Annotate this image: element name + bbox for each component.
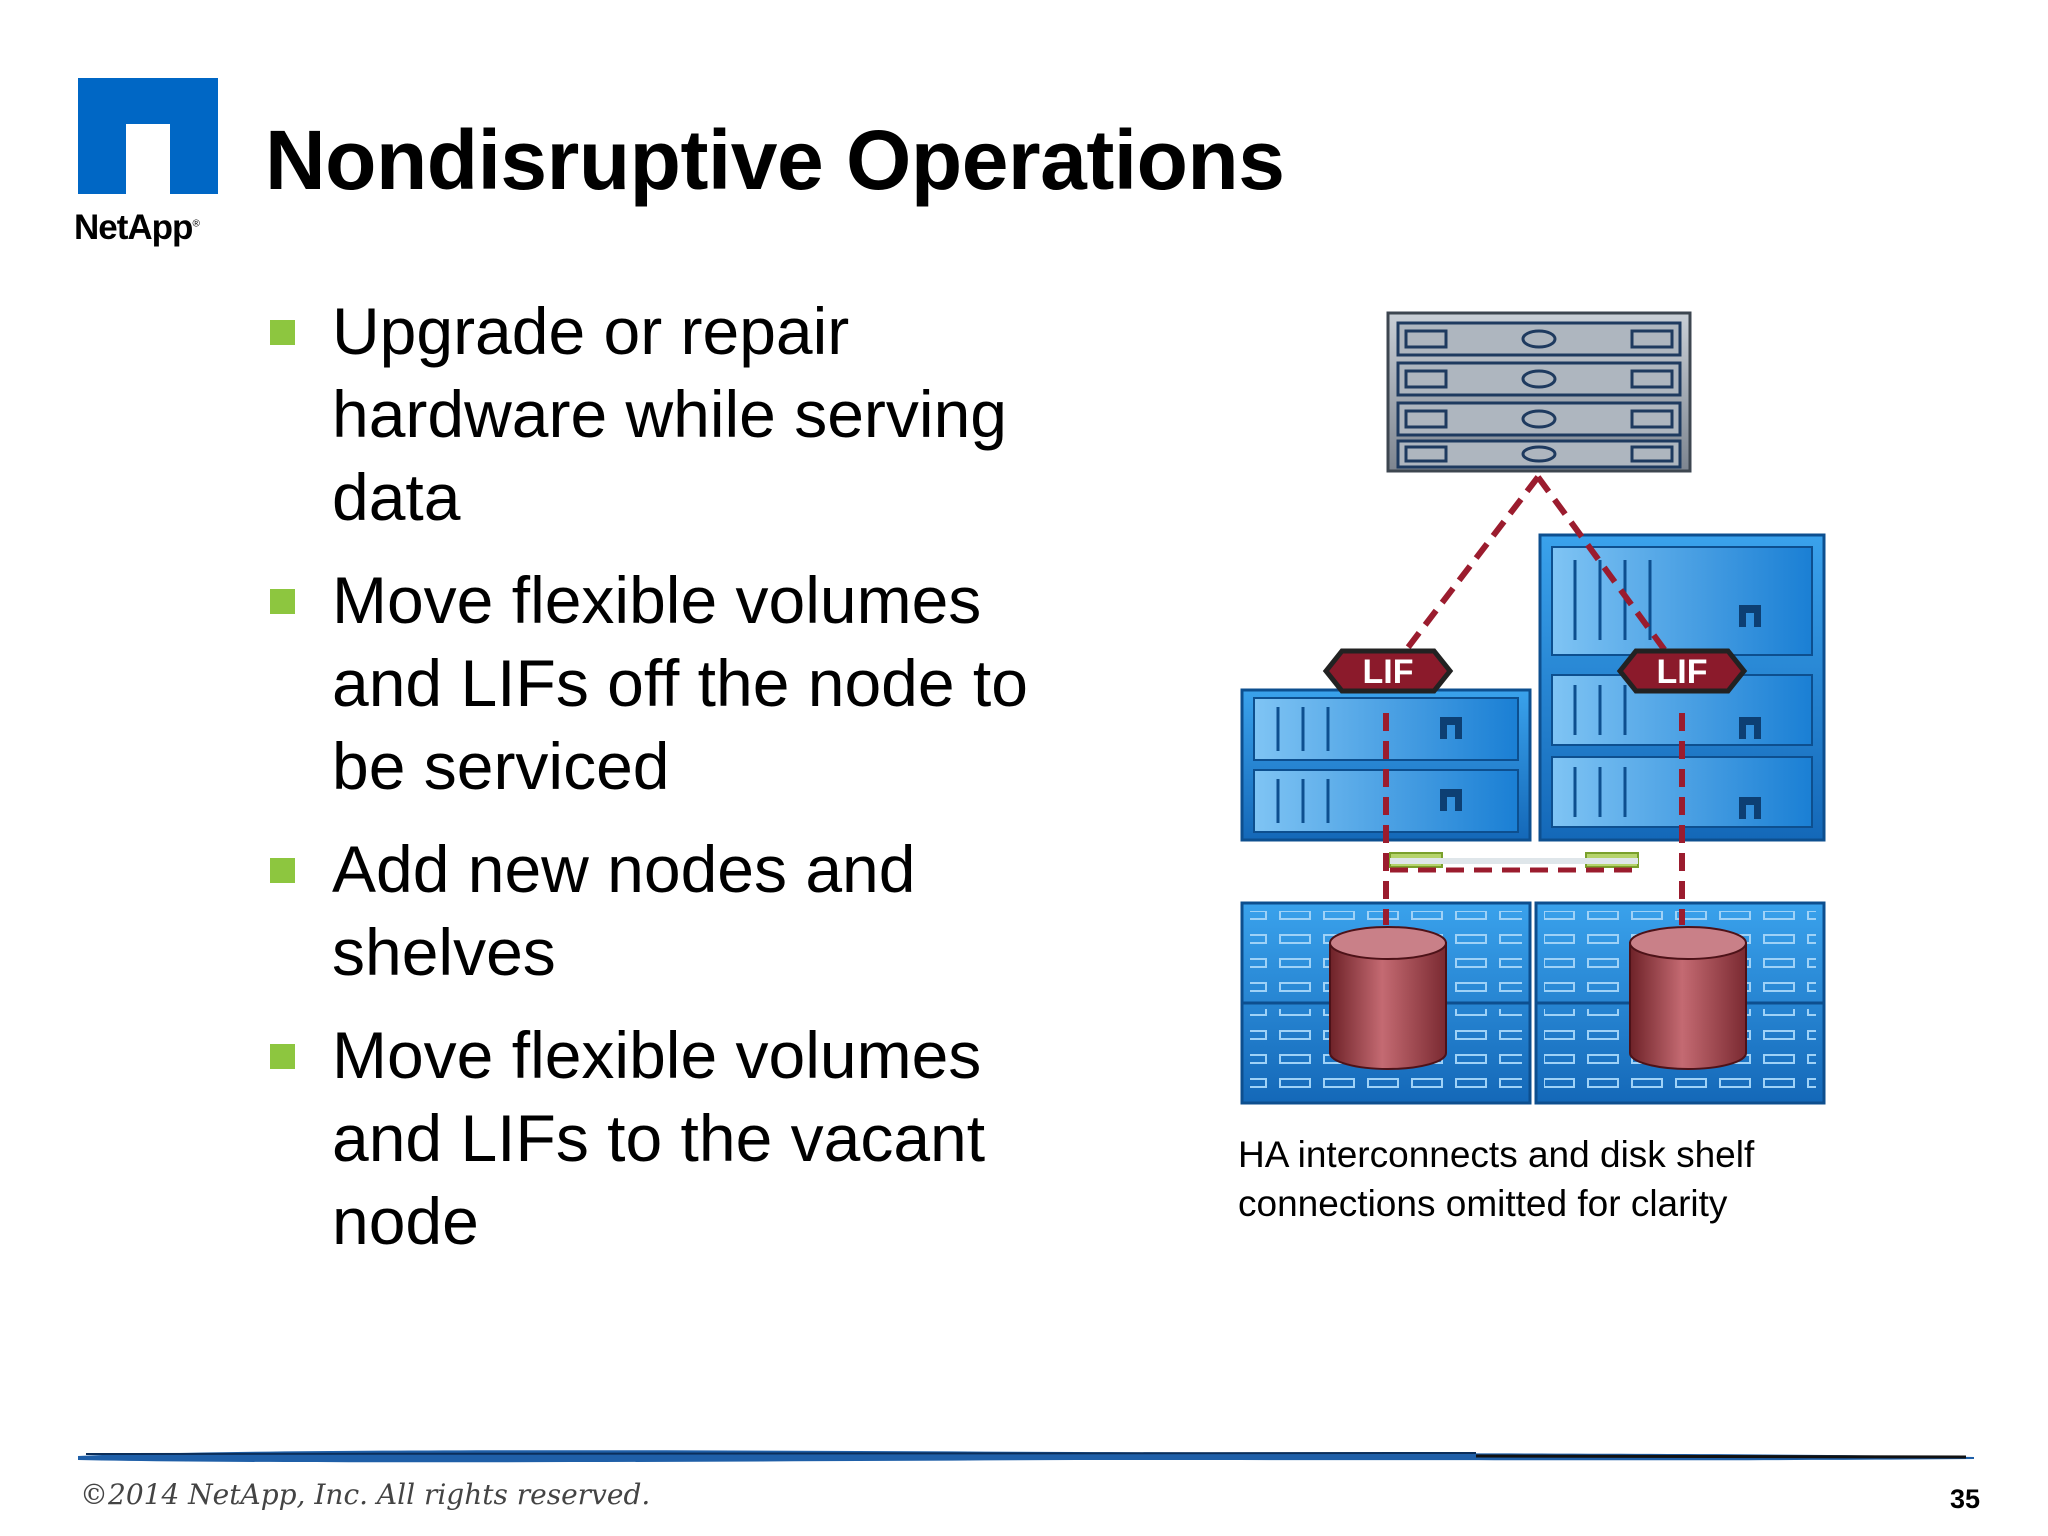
bullet-text: Move flexible volumes and LIFs off the n… — [332, 563, 1028, 803]
lif-label-left: LIF — [1363, 653, 1414, 691]
lif-label-right: LIF — [1657, 653, 1708, 691]
diagram-caption: HA interconnects and disk shelf connecti… — [1238, 1134, 1755, 1224]
slide-title: Nondisruptive Operations — [265, 113, 1285, 207]
bullet-list: Upgrade or repair hardware while serving… — [270, 290, 1090, 1283]
copyright-text: ©2014 NetApp, Inc. All rights reserved. — [80, 1478, 651, 1511]
bullet-item: Move flexible volumes and LIFs to the va… — [270, 1014, 1090, 1263]
bullet-text: Upgrade or repair hardware while serving… — [332, 294, 1007, 534]
bullet-square-icon — [270, 1044, 295, 1069]
ha-interconnect — [1389, 852, 1639, 873]
bullet-text: Move flexible volumes and LIFs to the va… — [332, 1018, 986, 1258]
lif-badge-left: LIF — [1322, 648, 1454, 694]
volume-disk-right — [1629, 926, 1747, 1070]
cluster-switch — [1386, 311, 1692, 473]
bullet-item: Upgrade or repair hardware while serving… — [270, 290, 1090, 539]
footer-divider — [78, 1450, 1974, 1463]
netapp-logo-icon — [78, 78, 218, 194]
bullet-item: Add new nodes and shelves — [270, 828, 1090, 994]
cluster-diagram: LIF LIF — [1240, 311, 1826, 1105]
volume-disk-left — [1329, 926, 1447, 1070]
logo-text: NetApp — [74, 208, 193, 247]
bullet-square-icon — [270, 858, 295, 883]
bullet-square-icon — [270, 320, 295, 345]
page-number: 35 — [1950, 1484, 1981, 1514]
bullet-text: Add new nodes and shelves — [332, 832, 916, 989]
bullet-square-icon — [270, 589, 295, 614]
left-controller-stack — [1240, 688, 1532, 842]
lif-badge-right: LIF — [1616, 648, 1748, 694]
bullet-item: Move flexible volumes and LIFs off the n… — [270, 559, 1090, 808]
lif-paths — [1383, 475, 1685, 925]
